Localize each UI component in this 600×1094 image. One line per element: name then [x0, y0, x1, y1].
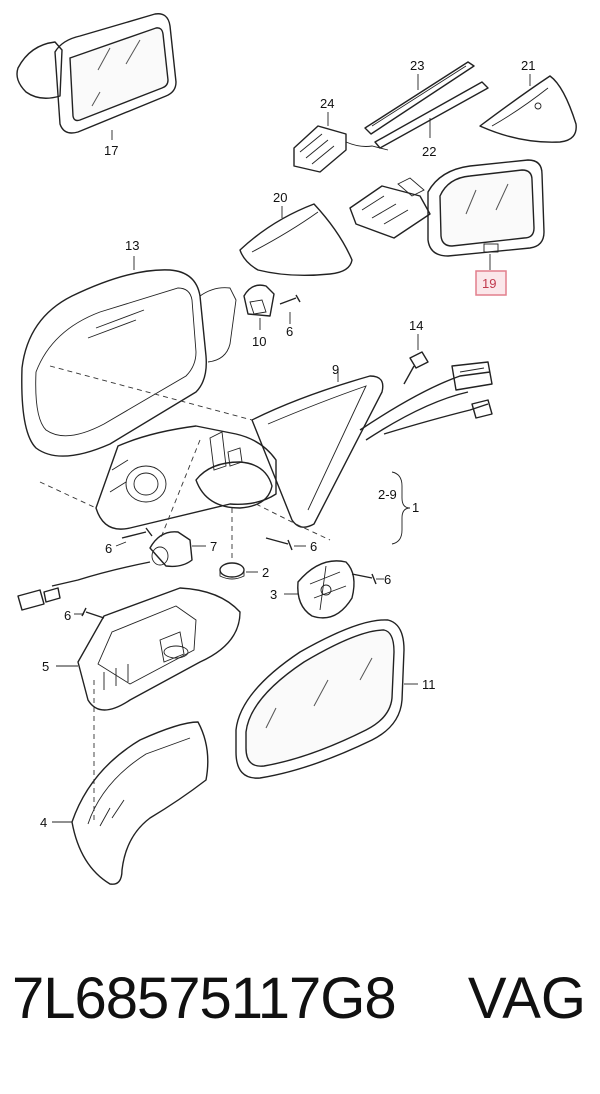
screw-6-lower: 6 [64, 607, 105, 623]
callout-1: 1 [412, 500, 419, 515]
screw-6-mid: 6 [105, 527, 153, 556]
callout-24: 24 [320, 96, 334, 111]
callout-3: 3 [270, 587, 277, 602]
part-footer: 7L68575117G8 VAG [0, 965, 600, 1065]
part-20-trim-cover: 20 [239, 190, 353, 277]
part-19-mirror-housing-unit [349, 159, 545, 270]
screw-6-center: 6 [265, 537, 317, 554]
callout-19: 19 [482, 276, 496, 291]
callout-13: 13 [125, 238, 139, 253]
exploded-parts-diagram: 17 23 22 24 21 19 [16, 13, 577, 885]
wiring-harness [359, 361, 493, 441]
screw-14: 14 [403, 318, 429, 385]
part-22-seal-strip: 22 [374, 81, 489, 159]
group-bracket-1: 2-9 1 [378, 471, 419, 545]
part-2-cap: 2 [219, 562, 269, 580]
part-11-mirror-glass: 11 [235, 619, 436, 779]
callout-7: 7 [210, 539, 217, 554]
part-24-electric-module: 24 [293, 96, 389, 173]
part-5-carrier: 5 [42, 587, 241, 711]
part-13-mirror-housing: 13 [21, 238, 237, 457]
part-21-cover-cap: 21 [479, 58, 577, 143]
callout-6-mid: 6 [105, 541, 112, 556]
callout-6-right: 6 [384, 572, 391, 587]
callout-19-highlight: 19 [475, 270, 507, 296]
part-10-clip: 10 [243, 284, 275, 349]
callout-6-center: 6 [310, 539, 317, 554]
part-number: 7L68575117G8 [12, 966, 397, 1031]
callout-4: 4 [40, 815, 47, 830]
callout-20: 20 [273, 190, 287, 205]
callout-9: 9 [332, 362, 339, 377]
part-23-seal-strip: 23 [364, 58, 475, 135]
assembly-guide-lines [39, 365, 331, 820]
callout-23: 23 [410, 58, 424, 73]
callout-11: 11 [422, 677, 436, 692]
callout-range-2-9: 2-9 [378, 487, 397, 502]
screw-6-right: 6 [351, 572, 391, 587]
callout-6-top: 6 [286, 324, 293, 339]
part-3-adjuster-plate: 3 [270, 560, 355, 619]
callout-21: 21 [521, 58, 535, 73]
callout-10: 10 [252, 334, 266, 349]
callout-17: 17 [104, 143, 118, 158]
brand-name: VAG [467, 966, 586, 1031]
callout-5: 5 [42, 659, 49, 674]
callout-6-lower: 6 [64, 608, 71, 623]
screw-6-top: 6 [279, 294, 301, 339]
part-7-motor: 7 [17, 531, 217, 611]
callout-2: 2 [262, 565, 269, 580]
part-9-mounting-bracket: 9 [251, 362, 384, 528]
callout-14: 14 [409, 318, 423, 333]
part-17-mirror-assembly: 17 [16, 13, 177, 158]
mirror-adjustment-base [95, 425, 277, 530]
callout-22: 22 [422, 144, 436, 159]
part-4-lower-cover: 4 [40, 721, 209, 885]
